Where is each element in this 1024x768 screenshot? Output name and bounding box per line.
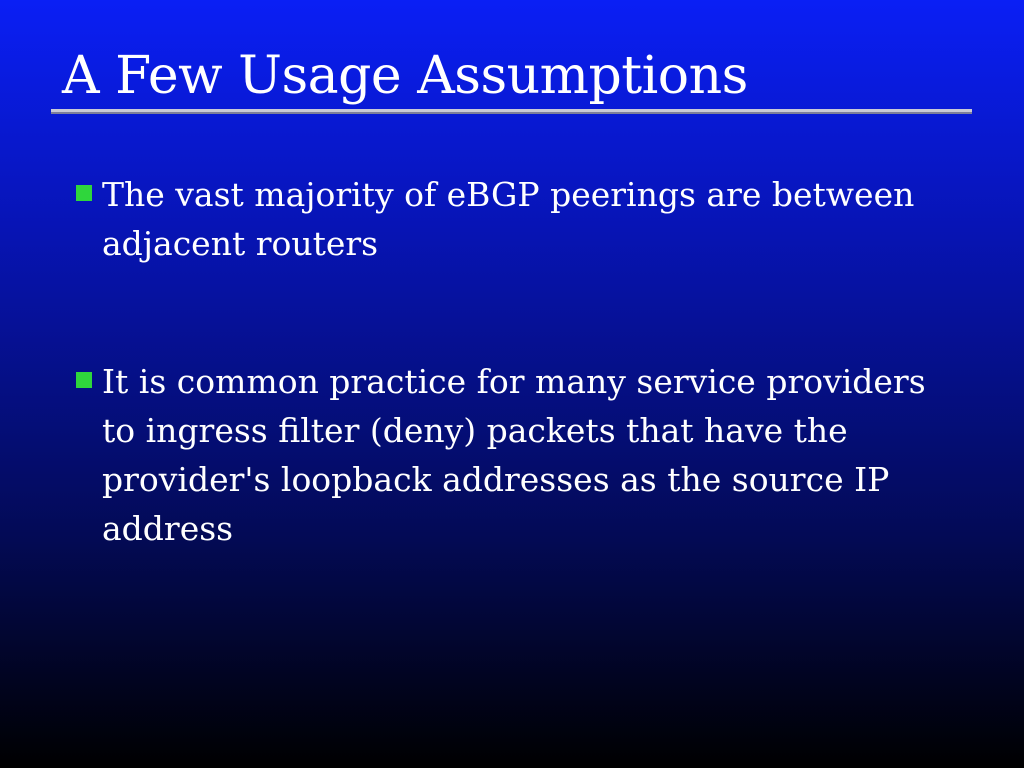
green-square-bullet-icon: [76, 372, 92, 388]
title-divider: [51, 109, 972, 114]
bullet-text: It is common practice for many service p…: [102, 362, 926, 548]
slide-title: A Few Usage Assumptions: [62, 46, 748, 106]
bullet-text: The vast majority of eBGP peerings are b…: [102, 175, 915, 263]
green-square-bullet-icon: [76, 185, 92, 201]
